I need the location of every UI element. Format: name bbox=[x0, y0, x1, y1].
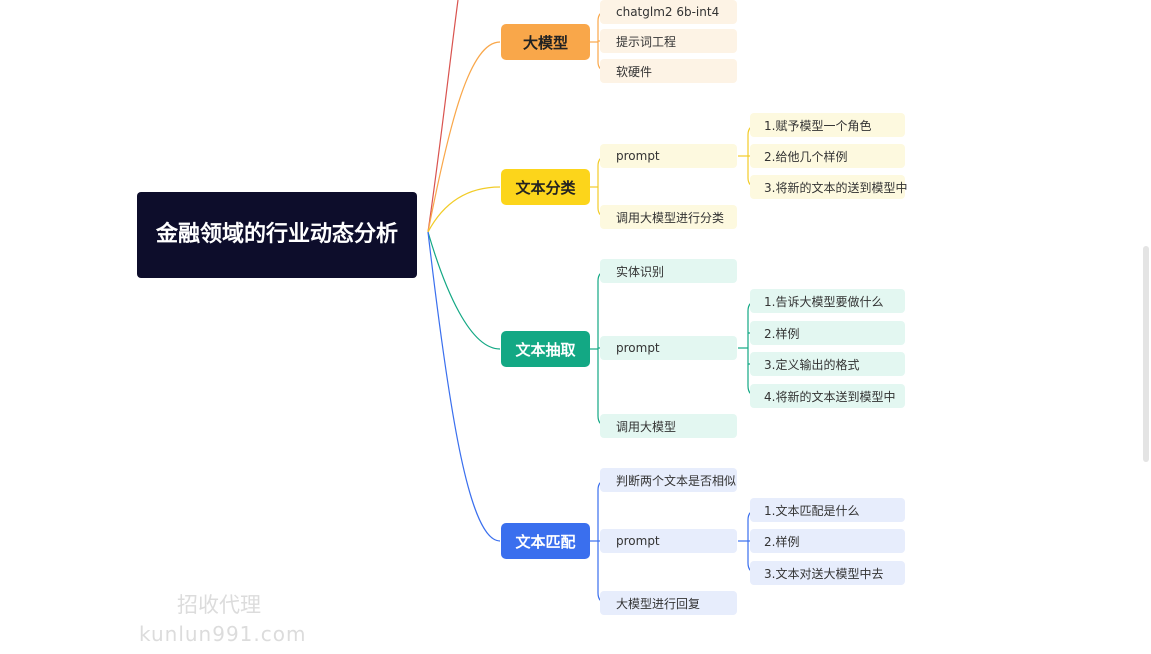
leaf-label: 调用大模型进行分类 bbox=[616, 210, 725, 225]
leaf-node[interactable]: 实体识别 bbox=[600, 259, 737, 283]
leaf-label: 2.给他几个样例 bbox=[764, 149, 848, 164]
leaf-node[interactable]: 3.定义输出的格式 bbox=[750, 352, 905, 376]
branch-label: 文本分类 bbox=[515, 178, 576, 197]
leaf-label: 判断两个文本是否相似 bbox=[616, 473, 737, 488]
leaf-label: 3.将新的文本的送到模型中 bbox=[764, 180, 908, 195]
branch-node-text-classification[interactable]: 文本分类 bbox=[501, 169, 590, 205]
watermark-line-1: 招收代理 bbox=[177, 593, 261, 617]
leaf-label: 3.定义输出的格式 bbox=[764, 357, 860, 372]
branch-node-large-model[interactable]: 大模型 bbox=[501, 24, 590, 60]
root-title: 金融领域的行业动态分析 bbox=[155, 222, 398, 247]
prompt-node[interactable]: prompt bbox=[600, 529, 737, 553]
leaf-label: 1.文本匹配是什么 bbox=[764, 503, 860, 518]
leaf-label: 2.样例 bbox=[764, 534, 800, 549]
leaf-label: 1.告诉大模型要做什么 bbox=[764, 294, 884, 309]
leaf-label: 提示词工程 bbox=[616, 34, 677, 49]
leaf-node[interactable]: 调用大模型 bbox=[600, 414, 737, 438]
leaf-label: 3.文本对送大模型中去 bbox=[764, 566, 884, 581]
leaf-label: prompt bbox=[616, 534, 660, 548]
prompt-node[interactable]: prompt bbox=[600, 336, 737, 360]
leaf-node[interactable]: 4.将新的文本送到模型中 bbox=[750, 384, 905, 408]
leaf-node[interactable]: 1.文本匹配是什么 bbox=[750, 498, 905, 522]
leaf-node[interactable]: 调用大模型进行分类 bbox=[600, 205, 737, 229]
branch-node-text-matching[interactable]: 文本匹配 bbox=[501, 523, 590, 559]
leaf-node[interactable]: 3.文本对送大模型中去 bbox=[750, 561, 905, 585]
leaf-node[interactable]: 1.告诉大模型要做什么 bbox=[750, 289, 905, 313]
branch-node-text-extraction[interactable]: 文本抽取 bbox=[501, 331, 590, 367]
leaf-node[interactable]: 1.赋予模型一个角色 bbox=[750, 113, 905, 137]
leaf-label: prompt bbox=[616, 149, 660, 163]
leaf-node[interactable]: 2.给他几个样例 bbox=[750, 144, 905, 168]
leaf-label: 大模型进行回复 bbox=[616, 596, 701, 611]
leaf-label: 4.将新的文本送到模型中 bbox=[764, 389, 896, 404]
branch-label: 文本匹配 bbox=[515, 532, 576, 551]
leaf-label: 实体识别 bbox=[616, 264, 665, 279]
leaf-label: 1.赋予模型一个角色 bbox=[764, 118, 872, 133]
branch-label: 大模型 bbox=[522, 33, 568, 52]
leaf-node[interactable]: 大模型进行回复 bbox=[600, 591, 737, 615]
leaf-label: 2.样例 bbox=[764, 326, 800, 341]
leaf-label: prompt bbox=[616, 341, 660, 355]
leaf-label: 调用大模型 bbox=[616, 419, 677, 434]
root-node[interactable]: 金融领域的行业动态分析 bbox=[137, 192, 417, 278]
leaf-node[interactable]: 提示词工程 bbox=[600, 29, 737, 53]
leaf-label: 软硬件 bbox=[616, 64, 653, 79]
leaf-node[interactable]: 判断两个文本是否相似 bbox=[600, 468, 737, 492]
prompt-node[interactable]: prompt bbox=[600, 144, 737, 168]
leaf-node[interactable]: 3.将新的文本的送到模型中 bbox=[750, 175, 908, 199]
leaf-node[interactable]: 2.样例 bbox=[750, 321, 905, 345]
vertical-scrollbar[interactable] bbox=[1143, 246, 1149, 462]
leaf-node[interactable]: 2.样例 bbox=[750, 529, 905, 553]
leaf-label: chatglm2 6b-int4 bbox=[616, 5, 720, 19]
leaf-node[interactable]: 软硬件 bbox=[600, 59, 737, 83]
branch-label: 文本抽取 bbox=[515, 340, 576, 359]
leaf-node[interactable]: chatglm2 6b-int4 bbox=[600, 0, 737, 24]
watermark-line-2: kunlun991.com bbox=[139, 622, 307, 646]
